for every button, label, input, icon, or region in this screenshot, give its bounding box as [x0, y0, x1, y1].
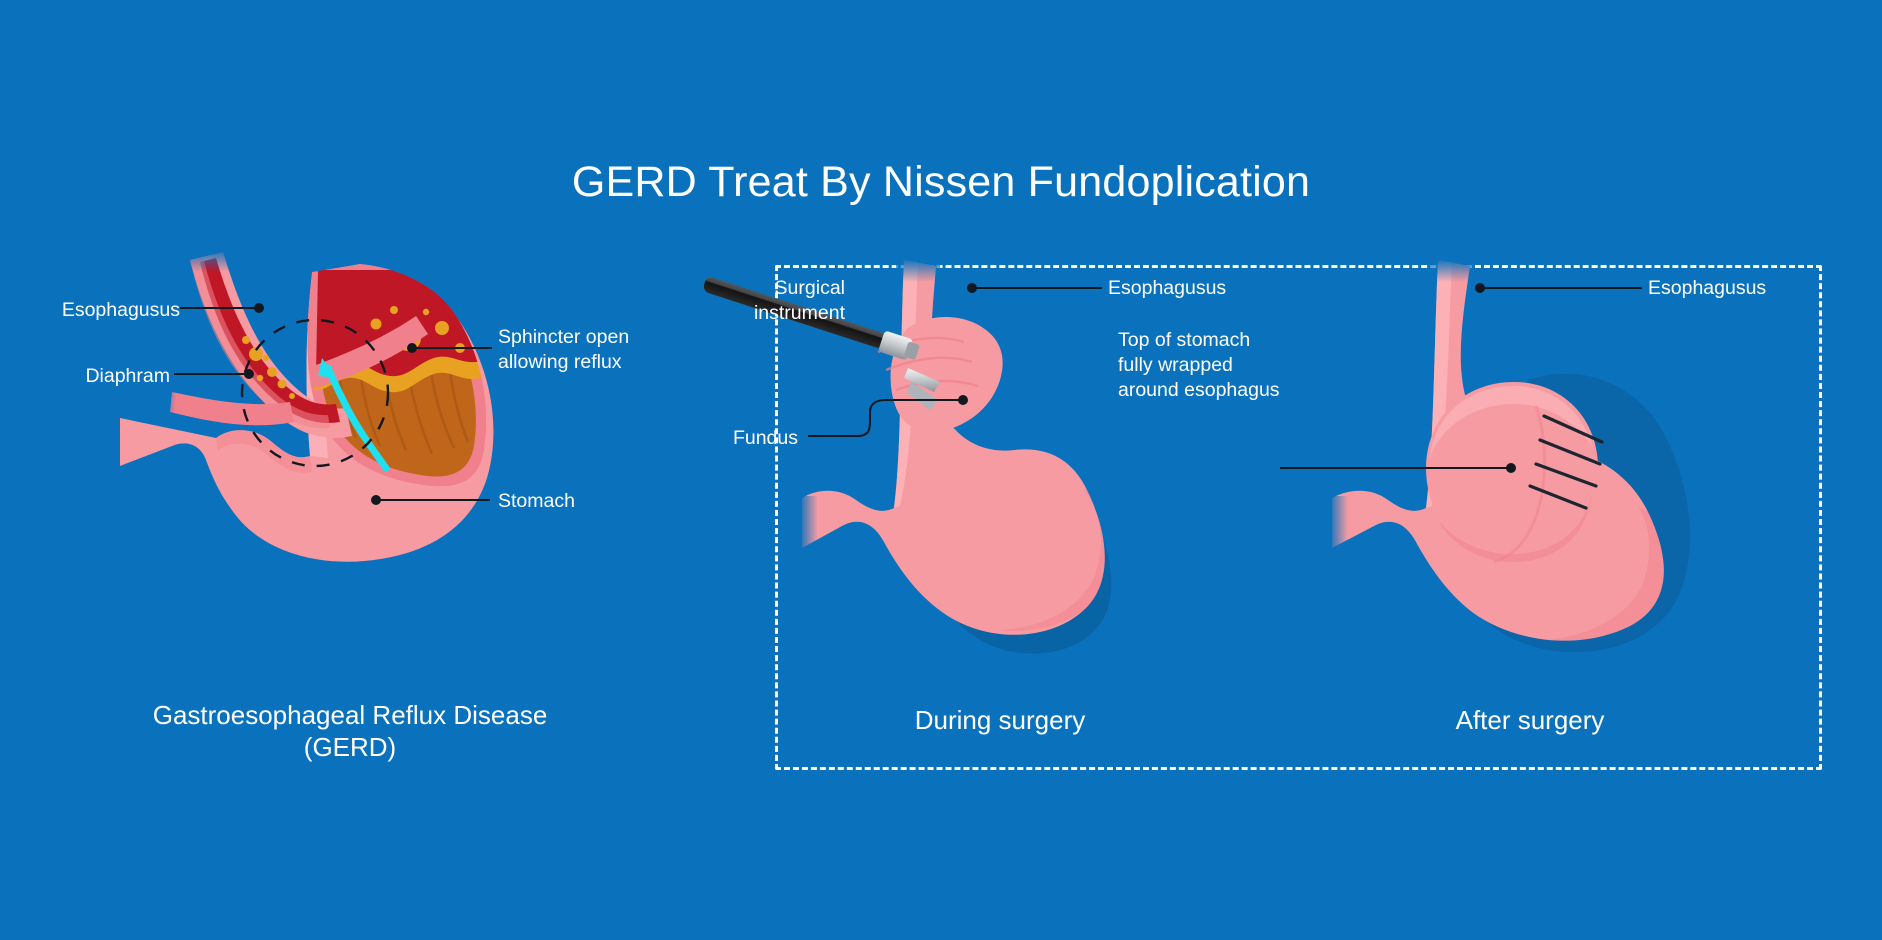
reflux-droplets — [242, 336, 295, 399]
label-diaphram: Diaphram — [85, 365, 170, 387]
label-sphincter-open: Sphincter open allowing reflux — [498, 326, 630, 373]
label-esophagusus-during: Esophagusus — [1108, 277, 1227, 299]
sphincter-highlight-circle — [240, 318, 390, 468]
panel-after-surgery: Esophagusus Top of stomach fully wrapped… — [1118, 260, 1810, 680]
diaphragm — [158, 316, 428, 426]
during-surgery-illustration — [703, 260, 1112, 654]
caption-gerd: Gastroesophageal Reflux Disease (GERD) — [152, 700, 548, 762]
label-surgical-instrument: Surgical instrument — [753, 277, 845, 324]
panel-during-surgery: Surgical instrument Esophagusus Fundus — [703, 260, 1240, 680]
after-surgery-illustration — [1280, 260, 1690, 653]
gerd-illustration — [120, 250, 494, 562]
label-top-of-stomach-wrapped: Top of stomach fully wrapped around esop… — [1118, 329, 1280, 401]
surgical-instrument — [703, 276, 940, 410]
surgery-steps-box — [775, 265, 1822, 770]
label-stomach: Stomach — [498, 490, 575, 512]
suture-lines — [1528, 414, 1604, 510]
reflux-arrow — [318, 358, 390, 472]
caption-during-surgery: During surgery — [914, 705, 1086, 735]
caption-after-surgery: After surgery — [1455, 705, 1605, 735]
label-esophagusus-gerd: Esophagusus — [61, 299, 180, 321]
label-esophagusus-after: Esophagusus — [1648, 277, 1767, 299]
fundus-flap — [877, 316, 1003, 432]
leader-lines — [174, 303, 492, 505]
leader-lines — [808, 283, 1102, 438]
esophagus — [184, 250, 352, 438]
label-fundus: Fundus — [732, 427, 798, 449]
stomach-body — [800, 260, 1105, 635]
page-title: GERD Treat By Nissen Fundoplication — [571, 158, 1311, 206]
panel-gerd-anatomy: Esophagusus Diaphram Sphincter open allo… — [60, 250, 740, 670]
leader-lines — [1280, 283, 1642, 473]
